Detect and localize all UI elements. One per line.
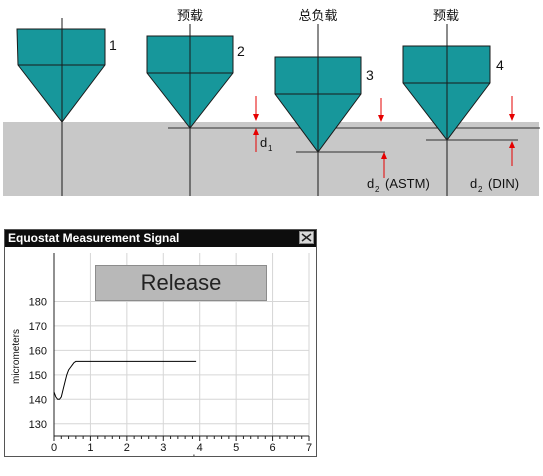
d2-astm-label: d 2 (ASTM) bbox=[367, 176, 430, 194]
x-tick-label: 0 bbox=[51, 442, 57, 454]
y-tick-label: 130 bbox=[29, 419, 47, 431]
window-title: Equostat Measurement Signal bbox=[8, 231, 180, 245]
svg-text:2: 2 bbox=[375, 185, 380, 194]
signal-line bbox=[53, 360, 197, 400]
x-tick-label: 3 bbox=[160, 442, 166, 454]
y-tick-label: 180 bbox=[29, 296, 47, 308]
y-tick-label: 140 bbox=[29, 394, 47, 406]
indenter-4 bbox=[402, 24, 491, 196]
hardness-test-diagram: 预载 总负载 预载 1 2 3 4 d 1 d 2 (ASTM) d 2 (DI… bbox=[3, 8, 540, 196]
chart-grid bbox=[54, 253, 310, 436]
x-tick-label: 7 bbox=[306, 442, 312, 454]
chart-series bbox=[53, 360, 197, 400]
close-x-icon bbox=[301, 233, 312, 242]
indenter-2 bbox=[146, 24, 234, 196]
x-tick-label: 6 bbox=[270, 442, 276, 454]
y-tick-label: 160 bbox=[29, 345, 47, 357]
indenter-1 bbox=[16, 18, 106, 196]
svg-text:2: 2 bbox=[478, 185, 483, 194]
x-tick-label: 4 bbox=[197, 442, 203, 454]
d2-din-label: d 2 (DIN) bbox=[470, 176, 519, 194]
svg-text:(ASTM): (ASTM) bbox=[385, 176, 430, 191]
d1-label: d 1 bbox=[260, 135, 273, 153]
specimen-block bbox=[3, 122, 539, 196]
step-3-label: 3 bbox=[366, 67, 374, 83]
y-tick-label: 150 bbox=[29, 370, 47, 382]
window-titlebar: Equostat Measurement Signal bbox=[5, 230, 316, 247]
indenter-3 bbox=[274, 24, 362, 196]
step-2-label: 2 bbox=[237, 43, 245, 59]
svg-text:(DIN): (DIN) bbox=[488, 176, 519, 191]
svg-text:d: d bbox=[260, 135, 267, 150]
signal-chart: 130 140 150 160 170 180 0 1 2 3 4 5 6 7 seconds micro… bbox=[11, 253, 312, 456]
step-4-label: 4 bbox=[496, 57, 504, 73]
svg-text:1: 1 bbox=[268, 144, 273, 153]
x-tick-label: 1 bbox=[87, 442, 93, 454]
total-load-label: 总负载 bbox=[298, 8, 337, 23]
release-button[interactable]: Release bbox=[95, 265, 267, 301]
chart-ticks: 130 140 150 160 170 180 0 1 2 3 4 5 6 7 bbox=[29, 296, 312, 454]
chart-axes bbox=[53, 253, 309, 437]
window-body: 130 140 150 160 170 180 0 1 2 3 4 5 6 7 seconds micro… bbox=[5, 247, 316, 456]
y-axis-label: micrometers bbox=[11, 329, 22, 384]
step-1-label: 1 bbox=[109, 37, 117, 53]
x-tick-label: 2 bbox=[124, 442, 130, 454]
svg-text:d: d bbox=[367, 176, 374, 191]
x-tick-label: 5 bbox=[233, 442, 239, 454]
preload-label-1: 预载 bbox=[177, 8, 203, 23]
close-icon[interactable] bbox=[299, 231, 314, 244]
svg-text:d: d bbox=[470, 176, 477, 191]
preload-label-2: 预载 bbox=[433, 8, 459, 23]
y-tick-label: 170 bbox=[29, 321, 47, 333]
depth-arrows bbox=[253, 96, 515, 178]
x-axis-label: seconds bbox=[163, 454, 200, 456]
